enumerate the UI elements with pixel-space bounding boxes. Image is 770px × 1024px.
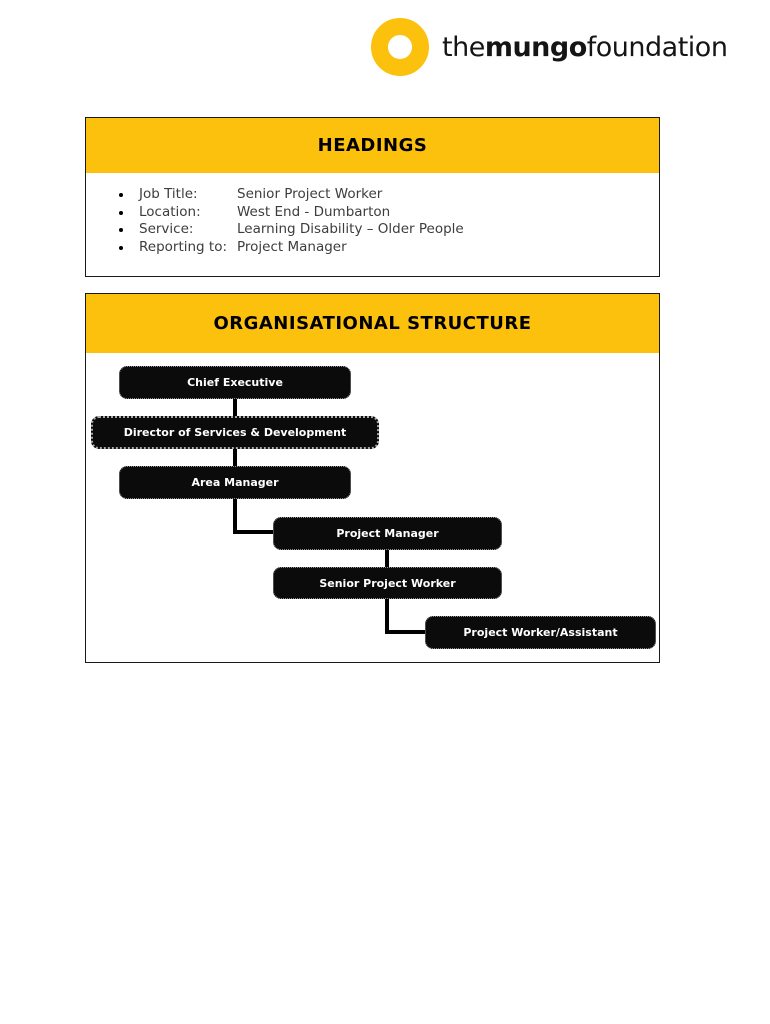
heading-item-service: Service: Learning Disability – Older Peo… [86, 221, 659, 239]
logo-word-mungo: mungo [484, 31, 587, 63]
headings-card-body: Job Title: Senior Project Worker Locatio… [86, 173, 659, 256]
org-chart: Chief Executive Director of Services & D… [86, 353, 659, 663]
bullet-icon [119, 228, 123, 232]
heading-item-value: Project Manager [237, 238, 347, 255]
headings-card: HEADINGS Job Title: Senior Project Worke… [85, 117, 660, 277]
heading-item-label: Job Title: [139, 186, 198, 202]
heading-item-label: Location: [139, 203, 201, 220]
heading-item-value: West End - Dumbarton [237, 203, 391, 220]
bullet-icon [119, 245, 123, 250]
headings-title: HEADINGS [317, 135, 428, 156]
bullet-icon [119, 210, 123, 215]
heading-item-value: Learning Disability – Older People [237, 221, 464, 237]
org-node-director-services: Director of Services & Development [91, 416, 379, 449]
connector-elbow-project-manager [233, 530, 275, 534]
connector-director-area-manager [233, 449, 237, 466]
bullet-icon [119, 193, 123, 197]
org-structure-card: ORGANISATIONAL STRUCTURE Chief Executive… [85, 293, 660, 663]
heading-item-location: Location: West End - Dumbarton [86, 204, 659, 222]
logo-word-foundation: foundation [586, 31, 728, 63]
org-node-project-manager: Project Manager [273, 517, 502, 550]
connector-area-manager-elbow [233, 499, 237, 534]
org-node-area-manager: Area Manager [119, 466, 351, 499]
connector-pm-senior-project-worker [385, 550, 389, 567]
brand-logo: themungofoundation [371, 17, 728, 77]
logo-wordmark: themungofoundation [442, 31, 728, 63]
heading-item-job-title: Job Title: Senior Project Worker [86, 186, 659, 204]
headings-card-header: HEADINGS [86, 118, 659, 173]
logo-word-the: the [442, 31, 485, 63]
org-title: ORGANISATIONAL STRUCTURE [213, 313, 532, 334]
connector-ce-director [233, 399, 237, 416]
connector-elbow-project-worker-assistant [385, 630, 427, 634]
heading-item-value: Senior Project Worker [237, 186, 383, 202]
org-node-senior-project-worker: Senior Project Worker [273, 567, 502, 599]
connector-spw-elbow [385, 599, 389, 634]
org-node-project-worker-assistant: Project Worker/Assistant [425, 616, 656, 649]
org-node-chief-executive: Chief Executive [119, 366, 351, 399]
heading-item-reporting-to: Reporting to: Project Manager [86, 239, 659, 257]
heading-item-label: Reporting to: [139, 238, 228, 255]
org-card-header: ORGANISATIONAL STRUCTURE [86, 294, 659, 353]
logo-ring-icon [371, 18, 429, 76]
heading-item-label: Service: [139, 221, 194, 237]
